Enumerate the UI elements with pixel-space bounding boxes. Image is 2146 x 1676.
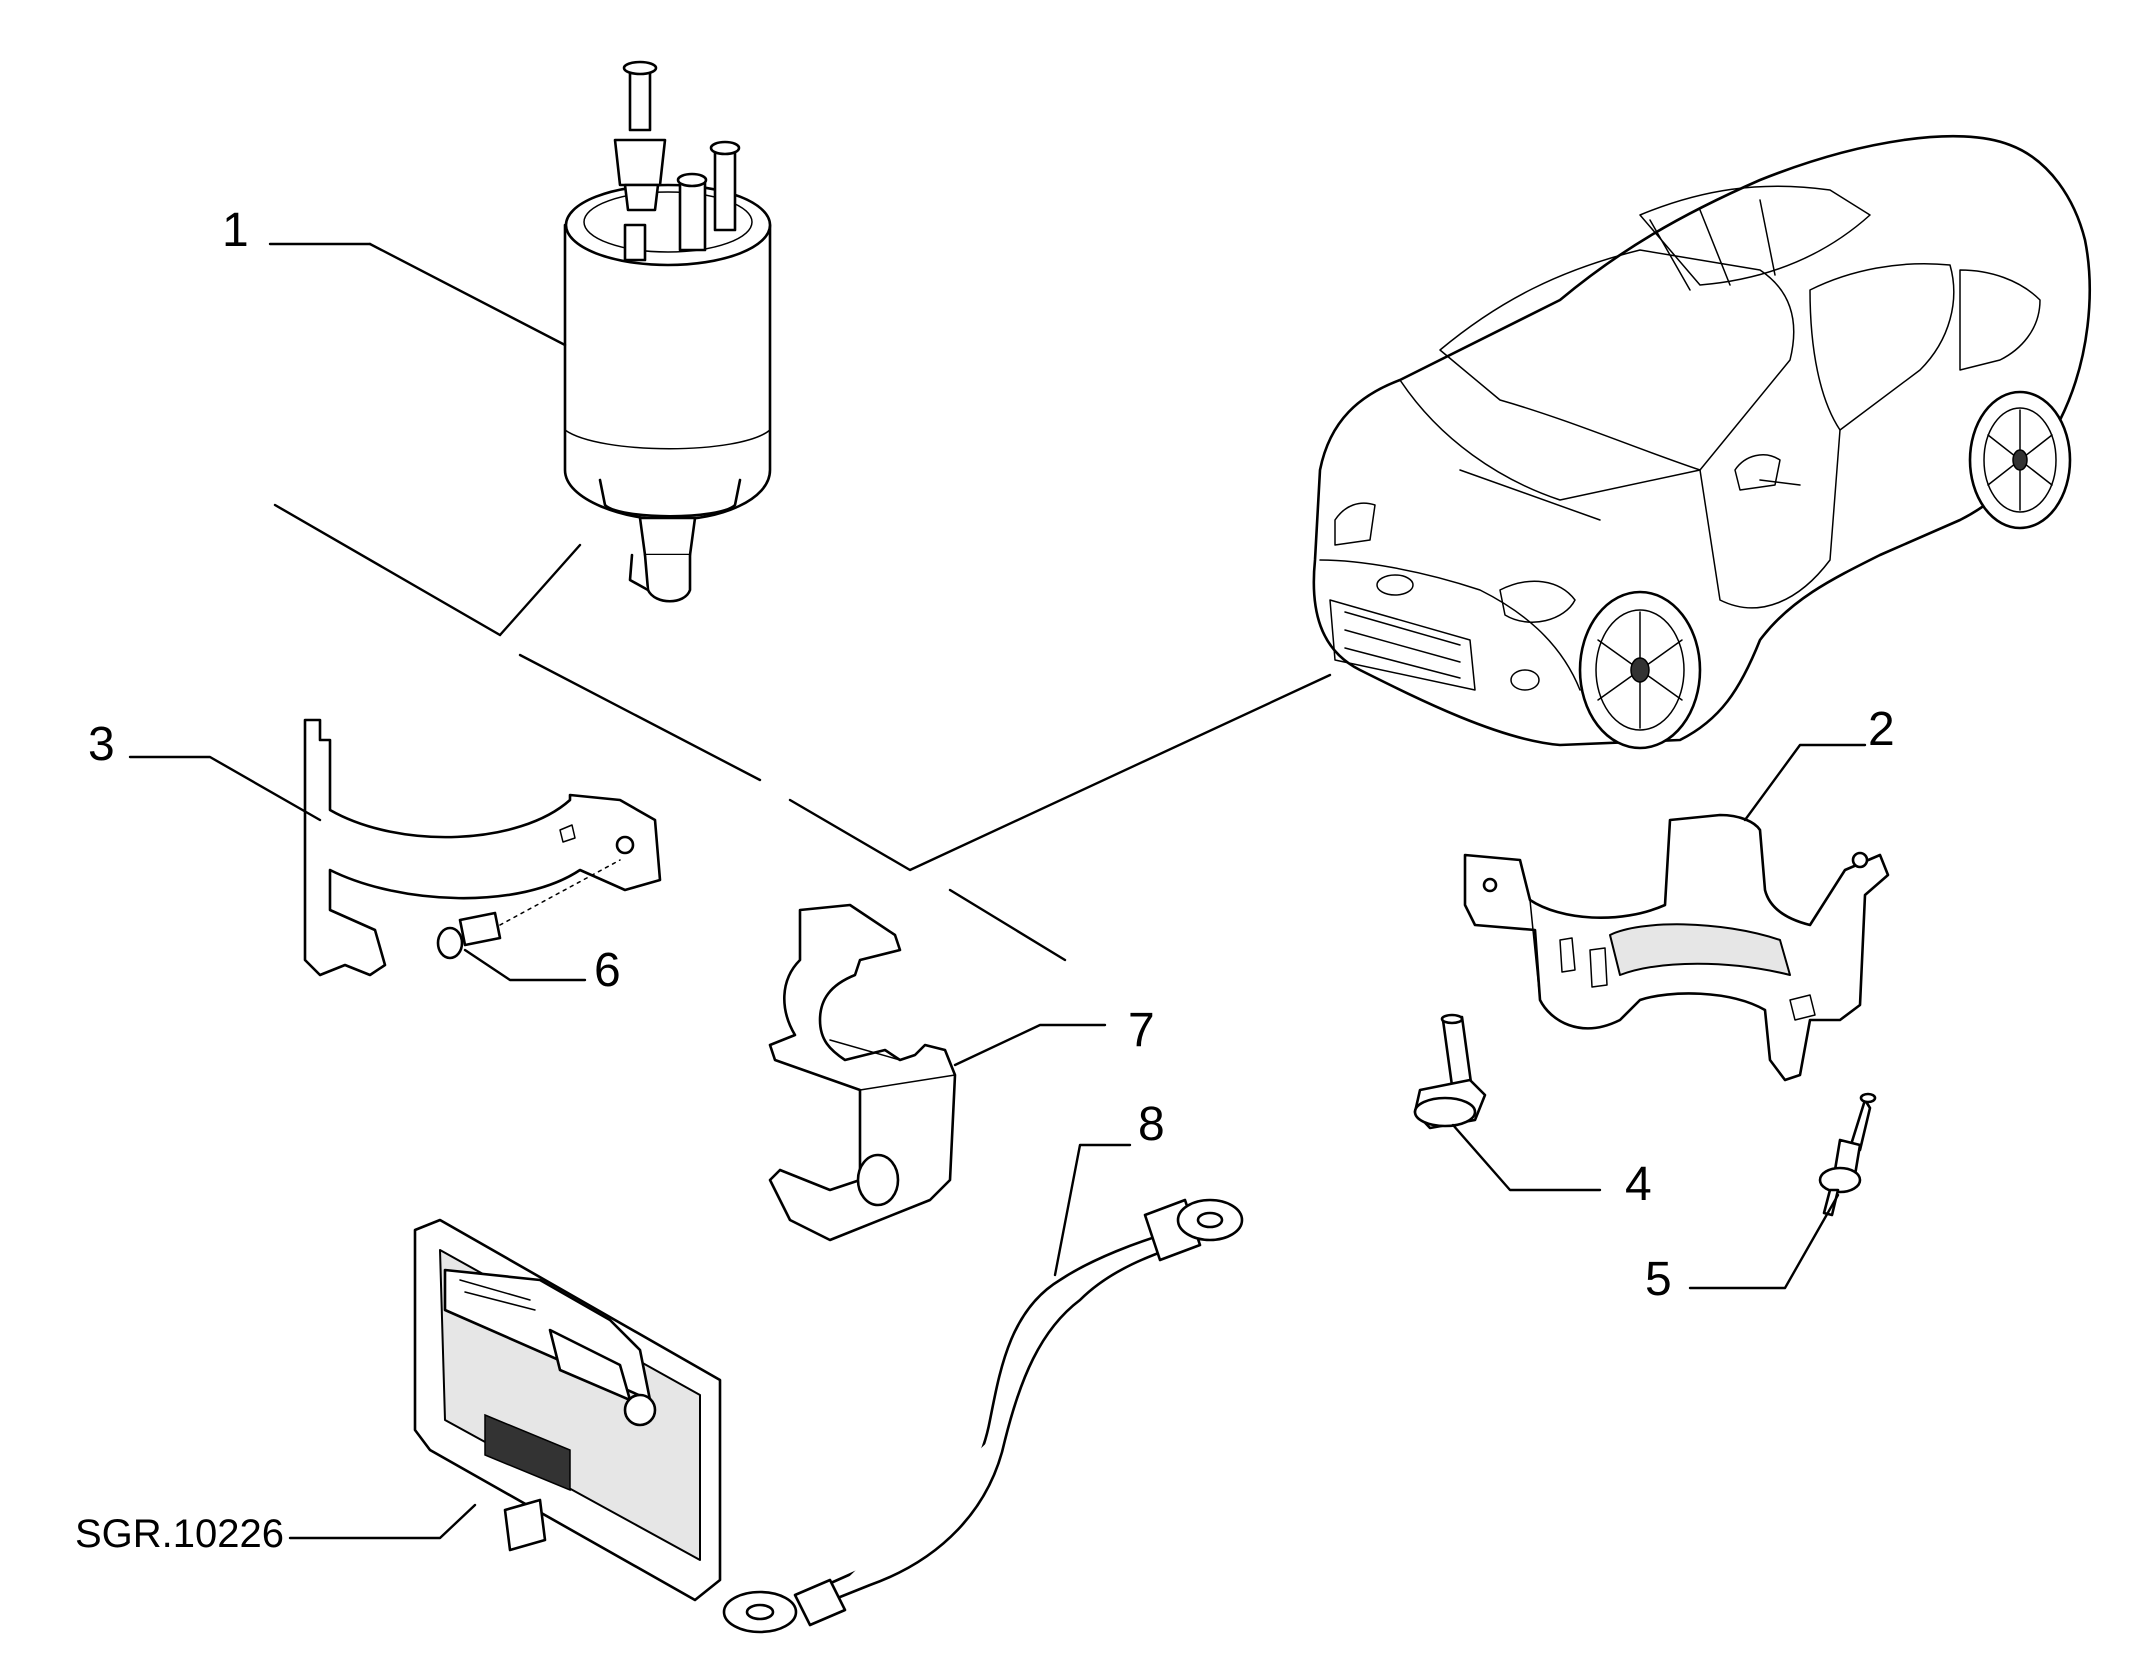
fuel-filter-icon bbox=[563, 60, 772, 603]
clamp-bracket-icon bbox=[303, 718, 662, 977]
vehicle-location-icon bbox=[1312, 134, 2091, 750]
leader-line-6 bbox=[463, 948, 587, 982]
callout-7: 7 bbox=[1128, 1004, 1155, 1057]
callout-5: 5 bbox=[1645, 1253, 1672, 1306]
stud-pin-icon bbox=[1818, 1092, 1877, 1217]
leader-line-1b bbox=[368, 242, 567, 347]
filter-support-bracket-icon bbox=[1463, 813, 1890, 1082]
callout-3: 3 bbox=[88, 718, 115, 771]
leader-line-5 bbox=[1688, 1193, 1840, 1290]
leader-line-2 bbox=[1743, 743, 1867, 822]
leader-line-3 bbox=[128, 755, 322, 822]
callout-8: 8 bbox=[1138, 1098, 1165, 1151]
pipe-clip-bracket-icon bbox=[768, 903, 957, 1242]
leader-line-code bbox=[288, 1503, 477, 1540]
installation-reference-lines bbox=[273, 503, 1332, 962]
callout-2: 2 bbox=[1868, 703, 1895, 756]
flange-bolt-icon bbox=[1413, 1013, 1487, 1130]
callout-4: 4 bbox=[1625, 1158, 1652, 1211]
ground-cable-icon bbox=[722, 1198, 1244, 1634]
leader-line-4 bbox=[1451, 1123, 1602, 1192]
control-unit-icon bbox=[413, 1218, 722, 1602]
leader-line-7 bbox=[953, 1023, 1107, 1067]
screw-icon bbox=[436, 859, 621, 960]
callout-1: 1 bbox=[222, 204, 249, 257]
drawing-code: SGR.10226 bbox=[75, 1512, 284, 1556]
callout-6: 6 bbox=[594, 944, 621, 997]
leader-line-8 bbox=[1053, 1143, 1132, 1277]
